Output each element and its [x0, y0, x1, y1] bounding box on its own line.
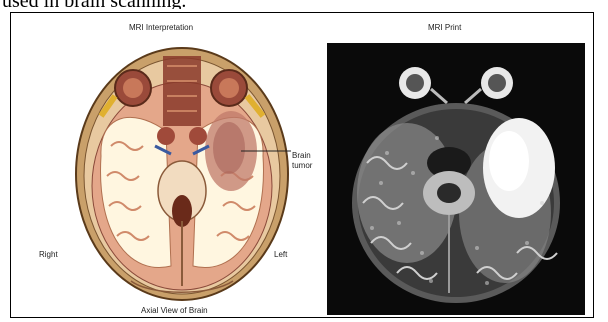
tumor-label-line1: Brain	[292, 151, 312, 161]
left-side-label: Left	[274, 250, 287, 259]
tumor-pointer-line	[241, 143, 293, 159]
page-caption-fragment: used in brain scanning.	[2, 0, 302, 9]
figure-frame: MRI Interpretation MRI Print	[10, 12, 594, 318]
mri-print-title: MRI Print	[428, 23, 461, 32]
tumor-label: Brain tumor	[292, 151, 312, 171]
tumor-label-line2: tumor	[292, 161, 312, 171]
brain-illustration	[71, 36, 293, 302]
axial-view-caption: Axial View of Brain	[141, 306, 208, 315]
axial-brain-illustration-icon	[71, 36, 293, 302]
right-side-label: Right	[39, 250, 58, 259]
interpretation-title: MRI Interpretation	[129, 23, 193, 32]
mri-scan-image	[327, 43, 585, 315]
axial-mri-scan-icon	[327, 43, 585, 315]
